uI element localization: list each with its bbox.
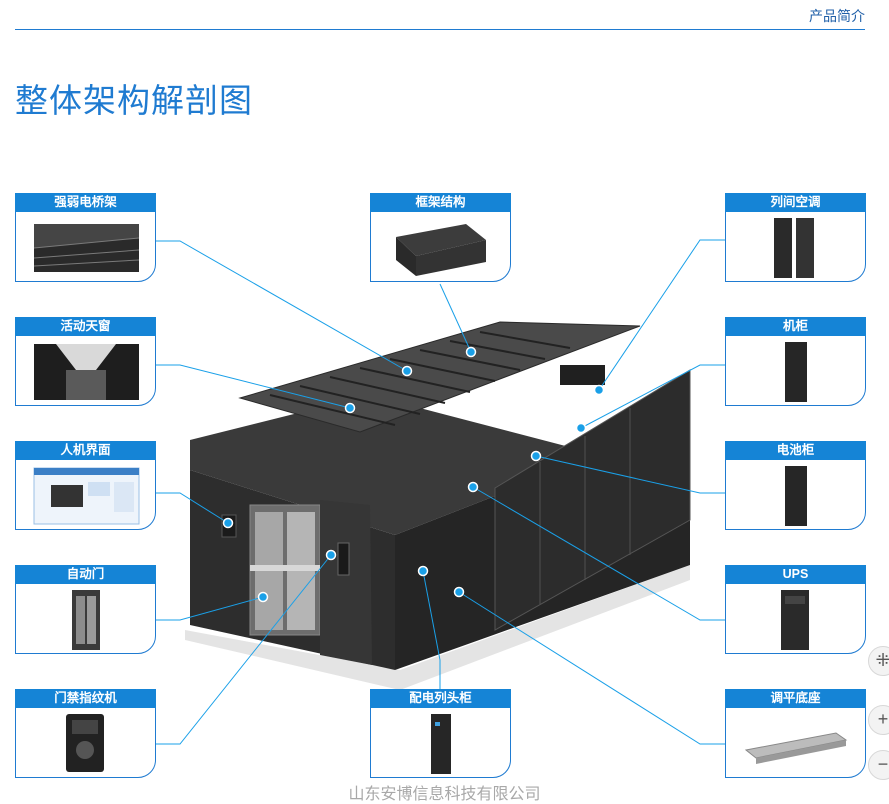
auto-door-image (72, 590, 100, 650)
zoom-out-button[interactable]: − (868, 750, 889, 780)
card-title: 列间空调 (725, 193, 866, 212)
card-cable-tray: 强弱电桥架 (15, 193, 156, 282)
zoom-in-button[interactable]: + (868, 705, 889, 735)
cabinet-image (785, 342, 807, 402)
left-row-top (190, 395, 600, 535)
top-cable-tray (238, 321, 641, 433)
card-battery: 电池柜 (725, 441, 866, 530)
page-title: 整体架构解剖图 (15, 82, 253, 120)
card-title: 框架结构 (370, 193, 511, 212)
card-title: 活动天窗 (15, 317, 156, 336)
card-auto-door: 自动门 (15, 565, 156, 654)
card-title: UPS (725, 565, 866, 584)
section-label: 产品简介 (809, 8, 865, 24)
card-title: 自动门 (15, 565, 156, 584)
watermark: 山东安博信息科技有限公司 (348, 786, 541, 803)
ups-image (781, 590, 809, 650)
skylight-image (34, 344, 139, 400)
frame-structure-image (396, 224, 486, 276)
card-title: 配电列头柜 (370, 689, 511, 708)
card-title: 机柜 (725, 317, 866, 336)
card-title: 电池柜 (725, 441, 866, 460)
card-access-control: 门禁指纹机 (15, 689, 156, 778)
card-title: 强弱电桥架 (15, 193, 156, 212)
more-button[interactable]: ⁜ (868, 646, 889, 676)
card-ups: UPS (725, 565, 866, 654)
card-title: 调平底座 (725, 689, 866, 708)
battery-cabinet-image (785, 466, 807, 526)
card-title: 门禁指纹机 (15, 689, 156, 708)
card-leveling-base: 调平底座 (725, 689, 866, 778)
header-divider (15, 29, 865, 30)
card-cabinet: 机柜 (725, 317, 866, 406)
cable-tray-image (33, 224, 140, 272)
hmi-screen-image (33, 467, 140, 525)
card-pdu: 配电列头柜 (370, 689, 511, 778)
card-inrow-ac: 列间空调 (725, 193, 866, 282)
card-title: 人机界面 (15, 441, 156, 460)
open-doors (494, 369, 691, 631)
fingerprint-device-image (66, 714, 104, 772)
inrow-ac-image (774, 218, 814, 278)
card-skylight: 活动天窗 (15, 317, 156, 406)
card-frame: 框架结构 (370, 193, 511, 282)
card-hmi: 人机界面 (15, 441, 156, 530)
pdu-cabinet-image (431, 714, 451, 774)
leveling-base-image (744, 732, 848, 764)
